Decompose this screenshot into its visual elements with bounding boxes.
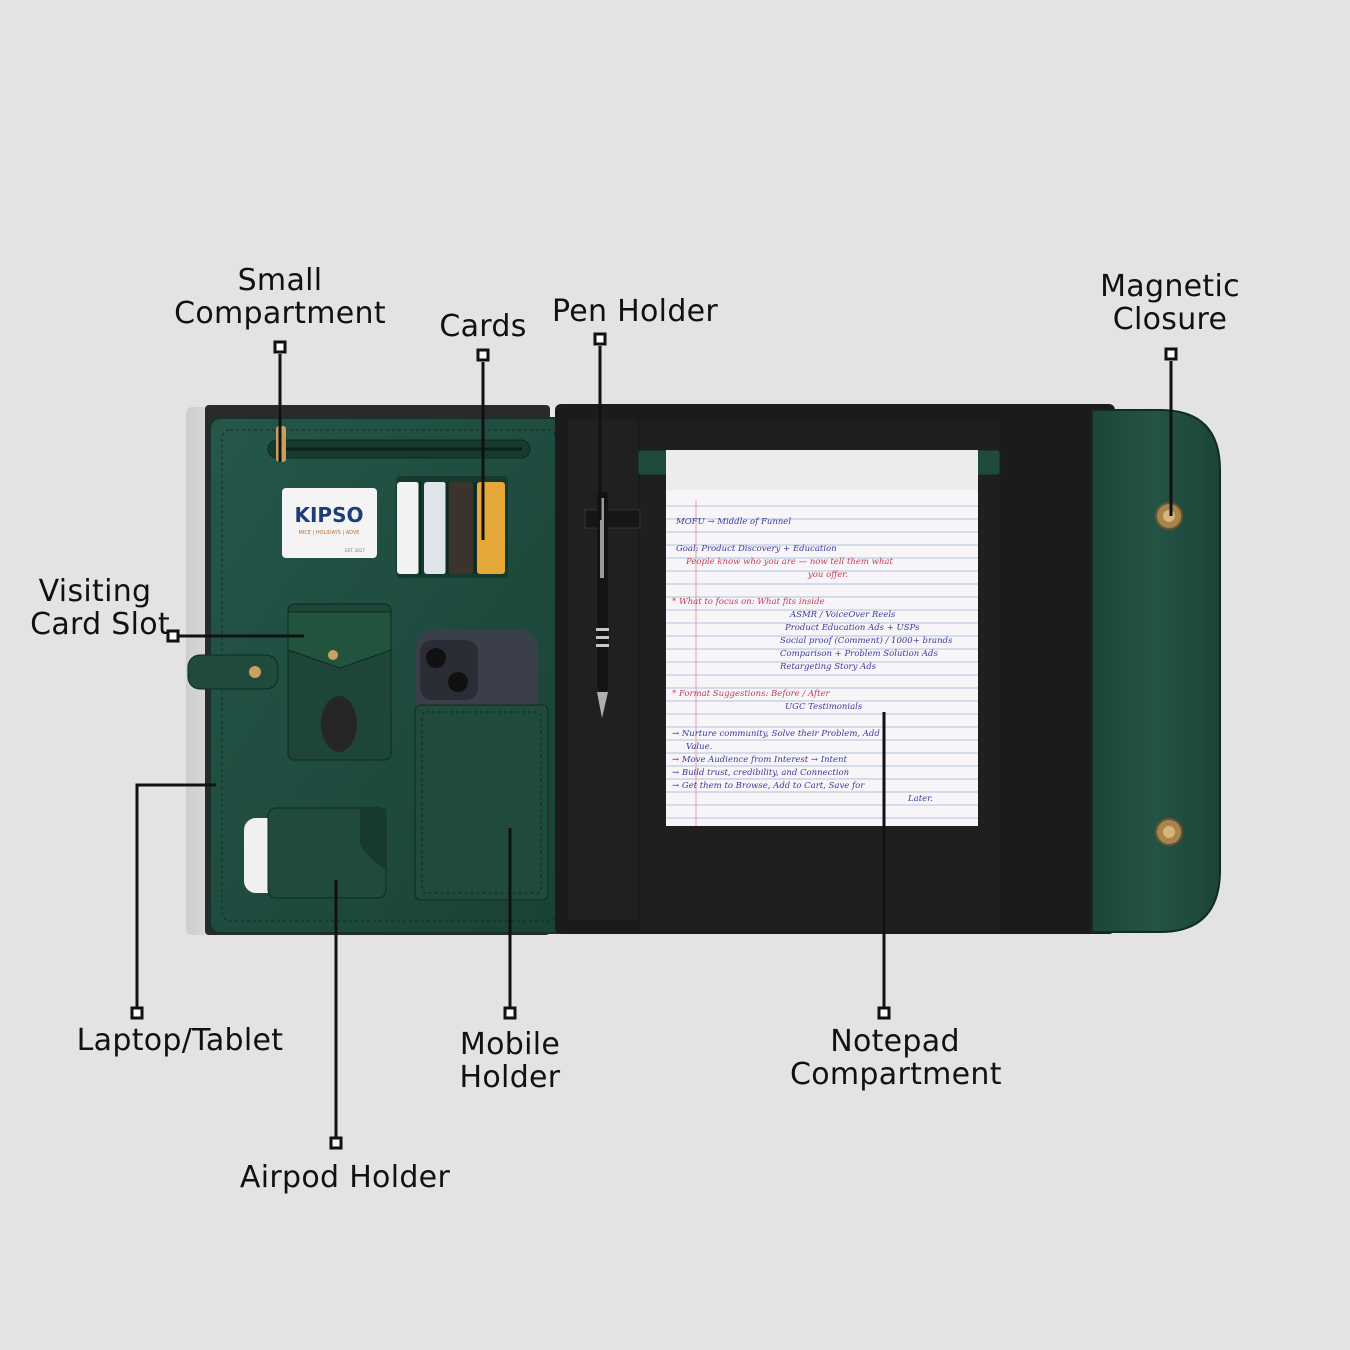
svg-text:MOFU → Middle of Funnel: MOFU → Middle of Funnel [675, 517, 791, 527]
label-laptop-tablet: Laptop/Tablet [76, 1023, 284, 1058]
card-brand: KIPSO [294, 503, 363, 527]
magnetic-closure-flap[interactable] [1091, 409, 1221, 933]
airpod-holder[interactable] [244, 807, 387, 899]
card-slots[interactable] [396, 476, 508, 578]
svg-text:Goal: Product Discovery + Educ: Goal: Product Discovery + Education [676, 544, 837, 554]
business-card: KIPSO MICE | HOLIDAYS | ADVE EST. 2017 [282, 488, 377, 558]
svg-text:Product Education Ads + USPs: Product Education Ads + USPs [784, 623, 920, 633]
visiting-card-pouch[interactable] [287, 603, 392, 761]
card-est: EST. 2017 [345, 548, 365, 553]
svg-text:ASMR / VoiceOver Reels: ASMR / VoiceOver Reels [789, 610, 896, 620]
svg-text:→ Build trust, credibility, an: → Build trust, credibility, and Connecti… [672, 768, 849, 778]
label-cards: Cards [439, 309, 527, 344]
strap[interactable] [187, 654, 279, 690]
svg-text:→ Move Audience from Interest: → Move Audience from Interest → Intent [672, 755, 847, 765]
label-pen-holder: Pen Holder [551, 294, 719, 329]
label-airpod-holder: Airpod Holder [239, 1160, 451, 1195]
svg-text:Comparison + Problem Solution: Comparison + Problem Solution Ads [780, 649, 938, 659]
svg-text:→ Nurture community, Solve the: → Nurture community, Solve their Problem… [672, 729, 880, 739]
mobile-holder[interactable] [414, 630, 549, 901]
svg-text:* What to focus on: What fits: * What to focus on: What fits inside [672, 597, 825, 607]
svg-text:Later.: Later. [907, 794, 933, 804]
svg-text:Social proof (Comment) / 1000+: Social proof (Comment) / 1000+ brands [780, 635, 953, 646]
svg-text:People know who you are — now: People know who you are — now tell them … [685, 557, 893, 567]
callouts [130, 332, 1178, 1150]
svg-text:* Format Suggestions: Before /: * Format Suggestions: Before / After [672, 689, 831, 699]
notepad [666, 450, 978, 826]
svg-text:Retargeting Story Ads: Retargeting Story Ads [779, 662, 877, 672]
svg-text:→ Get them to Browse, Add to C: → Get them to Browse, Add to Cart, Save … [672, 781, 865, 791]
svg-text:you offer.: you offer. [807, 570, 848, 580]
notepad-text: MOFU → Middle of Funnel Goal: Product Di… [672, 517, 953, 804]
svg-text:Value.: Value. [686, 742, 712, 752]
card-tagline: MICE | HOLIDAYS | ADVE [299, 530, 360, 536]
pen [596, 492, 609, 718]
svg-text:UGC Testimonials: UGC Testimonials [785, 702, 863, 712]
